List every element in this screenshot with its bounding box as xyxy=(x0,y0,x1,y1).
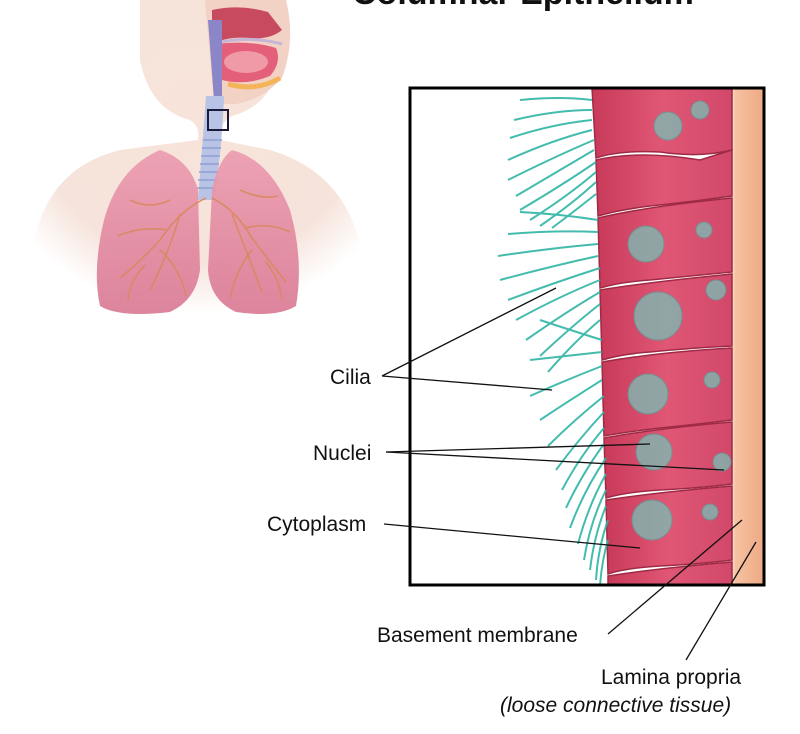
nucleus xyxy=(635,433,673,471)
nuclei-group xyxy=(627,100,732,541)
page-title: Columnar Epithelium xyxy=(352,0,694,12)
left-lung xyxy=(208,150,299,314)
nucleus xyxy=(712,452,732,472)
magnified-panel-frame xyxy=(408,86,766,587)
bronchial-tree xyxy=(117,189,291,301)
cell xyxy=(607,561,733,585)
torso-illustration xyxy=(18,0,380,330)
label-basement-membrane: Basement membrane xyxy=(377,624,578,647)
body-silhouette xyxy=(18,0,380,330)
epithelium-panel xyxy=(410,88,764,585)
tongue xyxy=(224,51,268,73)
label-nuclei: Nuclei xyxy=(313,442,371,465)
label-lamina-propria: Lamina propria xyxy=(601,666,741,689)
label-cilia: Cilia xyxy=(330,366,371,389)
nucleus xyxy=(705,279,727,301)
nucleus xyxy=(701,503,719,521)
label-lamina-propria-note: (loose connective tissue) xyxy=(500,694,731,717)
jaw-bone xyxy=(227,75,282,90)
cell xyxy=(595,148,733,217)
cilia-group xyxy=(497,97,609,585)
nucleus xyxy=(695,221,713,239)
nucleus xyxy=(633,291,683,341)
highlight-box xyxy=(207,109,229,131)
cell xyxy=(597,197,733,289)
label-cytoplasm: Cytoplasm xyxy=(267,513,366,536)
nucleus xyxy=(631,499,673,541)
palate xyxy=(221,37,283,46)
nucleus xyxy=(690,100,710,120)
right-lung xyxy=(96,150,200,314)
nucleus xyxy=(703,371,721,389)
leader-lines xyxy=(381,287,757,661)
nucleus xyxy=(653,111,683,141)
pharynx xyxy=(208,20,222,100)
nasal-cavity xyxy=(212,7,282,44)
trachea-rings xyxy=(197,139,222,189)
nucleus xyxy=(627,373,669,415)
nucleus xyxy=(627,225,665,263)
